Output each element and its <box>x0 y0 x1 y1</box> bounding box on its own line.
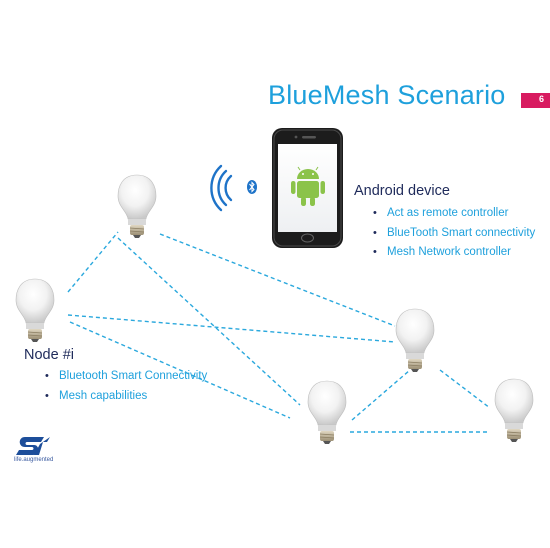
node-heading: Node #i <box>24 347 74 363</box>
list-item: Act as remote controller <box>373 204 535 224</box>
light-bulb-icon <box>494 378 534 443</box>
smartphone <box>272 128 343 248</box>
list-item: BlueTooth Smart connectivity <box>373 224 535 244</box>
page-number-tab <box>521 93 550 108</box>
light-bulb-icon <box>15 278 55 343</box>
android-feature-list: Act as remote controller BlueTooth Smart… <box>373 204 535 263</box>
light-bulb-icon <box>307 380 347 445</box>
st-logo-icon <box>16 437 50 455</box>
wifi-signal-icon <box>210 164 233 212</box>
list-item: Mesh capabilities <box>45 387 207 407</box>
light-bulb-icon <box>117 174 157 239</box>
list-item: Mesh Network controller <box>373 243 535 263</box>
android-robot-icon <box>291 166 325 206</box>
list-item: Bluetooth Smart Connectivity <box>45 367 207 387</box>
node-feature-list: Bluetooth Smart Connectivity Mesh capabi… <box>45 367 207 406</box>
brand-tagline: life.augmented <box>14 457 54 463</box>
android-device-heading: Android device <box>354 183 450 199</box>
bluetooth-icon <box>247 180 257 194</box>
light-bulb-icon <box>395 308 435 373</box>
slide-title: BlueMesh Scenario <box>268 80 506 110</box>
page-number: 6 <box>539 94 545 104</box>
